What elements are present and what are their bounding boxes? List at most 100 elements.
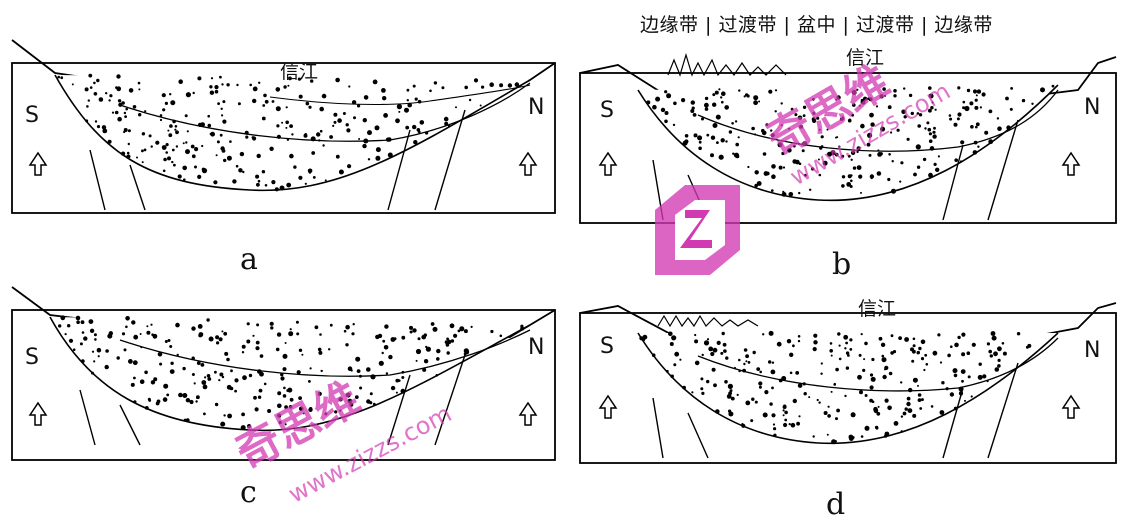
sediment-dot xyxy=(118,99,121,102)
sediment-dot xyxy=(395,379,399,383)
sediment-dot xyxy=(735,143,739,147)
sediment-dot xyxy=(970,125,974,129)
sediment-dot xyxy=(702,354,704,356)
sediment-dot xyxy=(67,324,70,327)
sediment-dot xyxy=(830,342,833,345)
sediment-dot xyxy=(928,128,932,132)
sediment-dot xyxy=(288,331,293,336)
sediment-dot xyxy=(643,339,645,341)
sediment-dot xyxy=(848,174,852,178)
sediment-dot xyxy=(310,367,312,369)
sediment-dot xyxy=(347,164,351,168)
sediment-dot xyxy=(158,352,163,357)
sediment-dot xyxy=(60,76,63,79)
sediment-dot xyxy=(281,122,283,124)
sediment-dot xyxy=(976,122,980,126)
sediment-dot xyxy=(673,363,676,366)
sediment-dot xyxy=(141,150,144,153)
sediment-dot xyxy=(747,166,749,168)
sediment-dot xyxy=(429,90,432,93)
sediment-dot xyxy=(128,143,130,145)
sediment-dot xyxy=(422,368,426,372)
sediment-dot xyxy=(892,160,894,162)
sediment-dot xyxy=(187,130,189,132)
sediment-dot xyxy=(215,90,219,94)
sediment-dot xyxy=(911,360,914,363)
sediment-dot xyxy=(304,133,307,136)
sediment-dot xyxy=(80,342,83,345)
sediment-dot xyxy=(216,154,218,156)
sediment-dot xyxy=(722,332,725,335)
sediment-dot xyxy=(715,409,720,414)
sediment-dot xyxy=(125,108,128,111)
sediment-dot xyxy=(901,430,903,432)
sediment-dot xyxy=(967,351,971,355)
sediment-dot xyxy=(755,401,758,404)
sediment-dot xyxy=(131,320,135,324)
caption-a: a xyxy=(240,245,258,275)
sediment-dot xyxy=(353,116,356,119)
sediment-dot xyxy=(189,400,193,404)
sediment-dot xyxy=(921,398,924,401)
sediment-dot xyxy=(334,121,337,124)
sediment-dot xyxy=(345,325,350,330)
sediment-dot xyxy=(938,155,940,157)
sediment-dot xyxy=(741,423,743,425)
sediment-dot xyxy=(783,405,786,408)
sediment-dot xyxy=(397,104,402,109)
sediment-dot xyxy=(253,87,258,92)
sediment-dot xyxy=(827,414,831,418)
sediment-dot xyxy=(448,125,450,127)
sediment-dot xyxy=(224,352,228,356)
sediment-dot xyxy=(813,347,817,351)
sediment-dot xyxy=(285,121,289,125)
sediment-dot xyxy=(169,124,173,128)
sediment-dot xyxy=(201,380,206,385)
sediment-dot xyxy=(870,174,874,178)
sediment-dot xyxy=(290,328,292,330)
sediment-dot xyxy=(151,145,153,147)
sediment-dot xyxy=(964,400,966,402)
sediment-dot xyxy=(370,392,373,395)
sediment-dot xyxy=(283,85,286,88)
sediment-dot xyxy=(827,434,829,436)
sediment-dot xyxy=(859,390,863,394)
sediment-dot xyxy=(954,343,959,348)
sediment-dot xyxy=(652,353,656,357)
sediment-dot xyxy=(258,180,261,183)
sediment-dot xyxy=(144,110,146,112)
sediment-dot xyxy=(960,160,962,162)
sediment-dot xyxy=(917,124,921,128)
sediment-dot xyxy=(930,146,935,151)
sediment-dot xyxy=(779,166,783,170)
sediment-dot xyxy=(718,88,720,90)
sediment-dot xyxy=(258,396,261,399)
sediment-dot xyxy=(745,354,749,358)
sediment-dot xyxy=(929,132,932,135)
south-label-d: S xyxy=(600,336,614,358)
sediment-dot xyxy=(706,380,709,383)
sediment-dot xyxy=(701,118,704,121)
sediment-dot xyxy=(194,147,198,151)
sediment-dot xyxy=(929,139,933,143)
sediment-dot xyxy=(216,341,219,344)
sediment-dot xyxy=(168,339,171,342)
sediment-dot xyxy=(698,147,702,151)
sediment-dot xyxy=(1010,108,1013,111)
sediment-dot xyxy=(413,85,416,88)
sediment-dot xyxy=(959,391,963,395)
sediment-dot xyxy=(695,361,700,366)
sediment-dot xyxy=(301,354,303,356)
sediment-dot xyxy=(783,409,785,411)
sediment-dot xyxy=(728,412,733,417)
sediment-dot xyxy=(138,113,141,116)
sediment-dot xyxy=(988,139,993,144)
sediment-dot xyxy=(954,374,958,378)
sediment-dot xyxy=(222,376,224,378)
sediment-dot xyxy=(170,362,173,365)
sediment-dot xyxy=(758,101,760,103)
sediment-dot xyxy=(975,99,978,102)
sediment-dot xyxy=(217,102,220,105)
sediment-dot xyxy=(1031,103,1033,105)
sediment-dot xyxy=(917,166,920,169)
